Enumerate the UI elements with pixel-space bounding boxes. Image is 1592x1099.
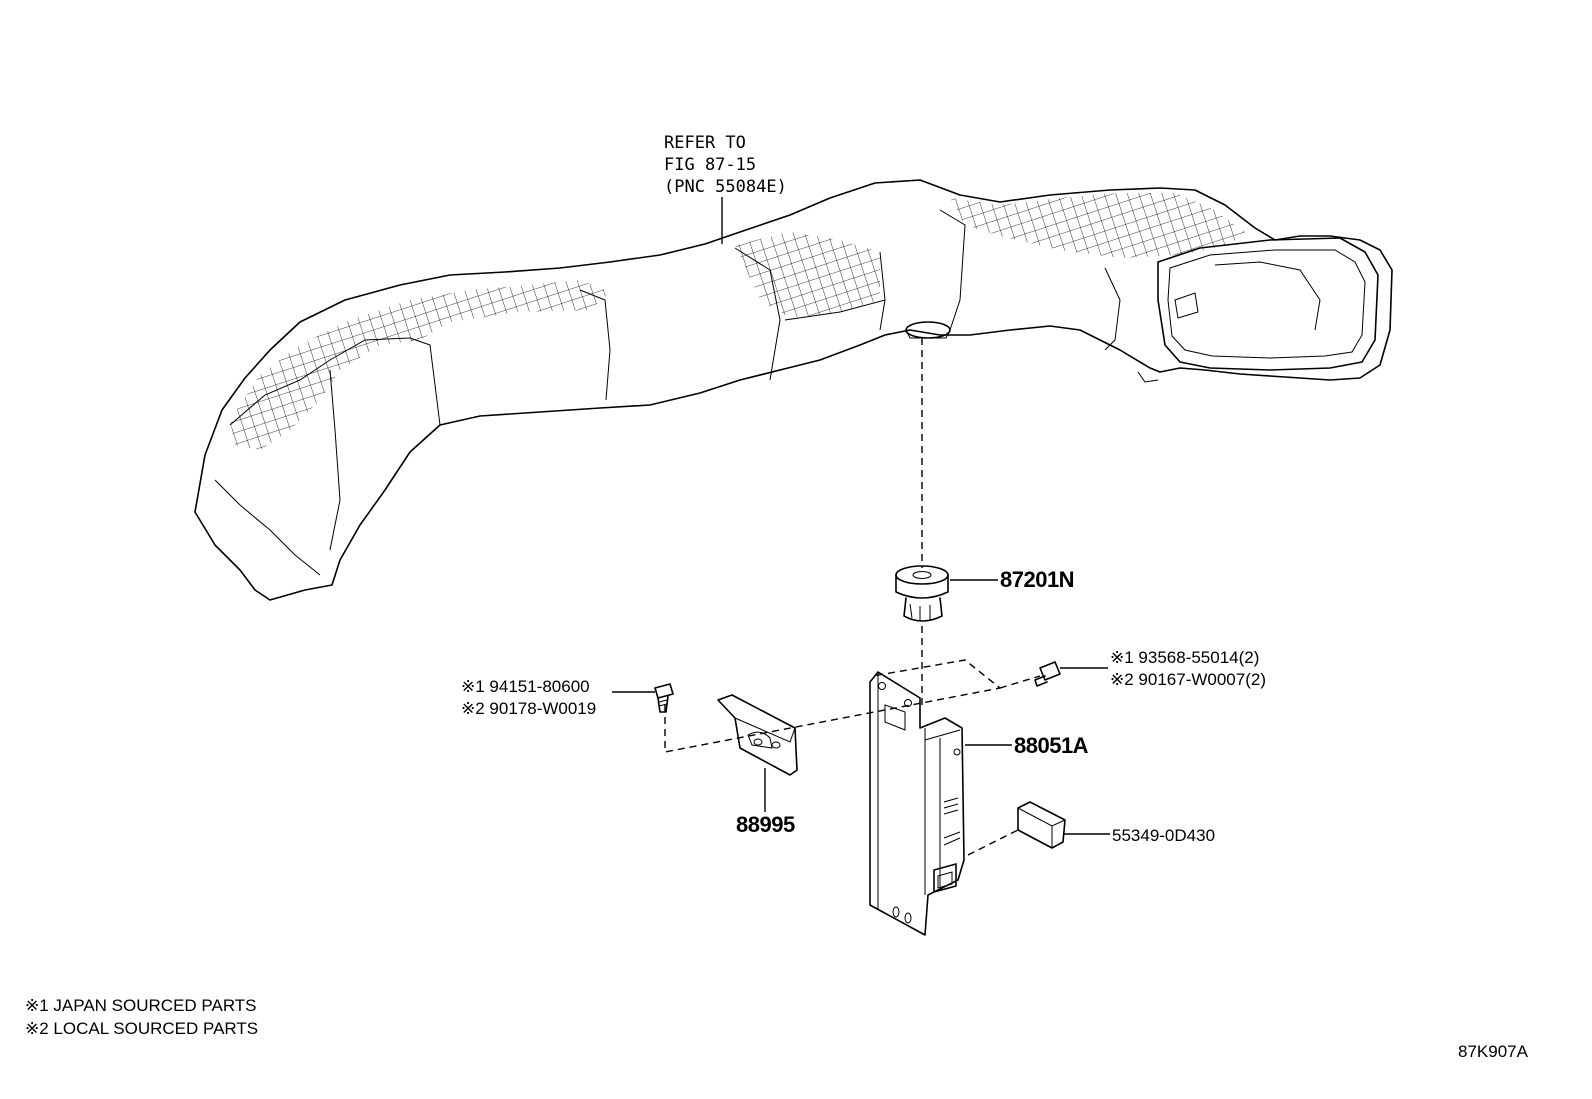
refer-line1: REFER TO xyxy=(664,133,746,153)
screw-right xyxy=(1034,661,1061,687)
bolt-left xyxy=(654,683,674,713)
legend-note-1: ※1 JAPAN SOURCED PARTS xyxy=(25,996,257,1015)
part-87201n: 87201N xyxy=(1000,567,1074,592)
screw-right-label-2: ※2 90167-W0007(2) xyxy=(1110,670,1266,689)
cap-dash-line xyxy=(967,829,1019,856)
mount-plane-dash xyxy=(664,659,1002,753)
figure-code: 87K907A xyxy=(1458,1042,1529,1061)
bolt-left-label-1: ※1 94151-80600 xyxy=(461,677,590,696)
grommet-87201n xyxy=(895,565,949,622)
bolt-left-label-2: ※2 90178-W0019 xyxy=(461,699,596,718)
part-88051a: 88051A xyxy=(1014,733,1089,758)
bracket-88995 xyxy=(717,694,798,776)
screw-right-label-1: ※1 93568-55014(2) xyxy=(1110,648,1259,667)
part-55349-0d430: 55349-0D430 xyxy=(1112,826,1215,845)
duct-outlet xyxy=(1137,237,1379,383)
part-88995: 88995 xyxy=(736,812,795,837)
air-duct-assembly xyxy=(194,179,1393,601)
cap-55349-0d430 xyxy=(1017,801,1066,849)
refer-line3: (PNC 55084E) xyxy=(664,177,787,197)
refer-line2: FIG 87-15 xyxy=(664,155,756,175)
screw-dash xyxy=(999,675,1041,689)
legend-note-2: ※2 LOCAL SOURCED PARTS xyxy=(25,1019,258,1038)
module-88051a xyxy=(869,671,965,936)
